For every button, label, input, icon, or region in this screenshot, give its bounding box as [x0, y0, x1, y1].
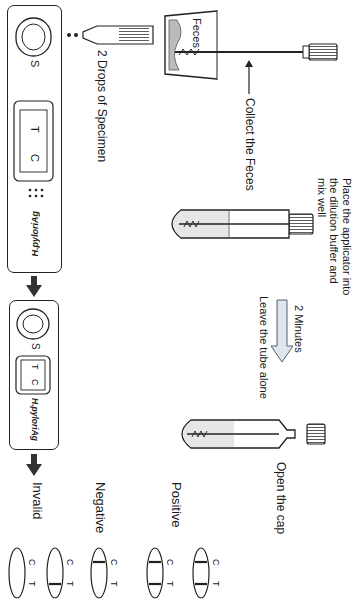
- control-line-label: C: [30, 379, 40, 386]
- line-marker-label: C: [109, 559, 119, 566]
- step-instruction: 2 Drops of Specimen: [94, 50, 108, 162]
- step-arrow: [26, 276, 42, 297]
- brand-label: H.pyloriAg: [29, 398, 39, 441]
- time-label: 2 Minutes: [292, 305, 305, 353]
- specimen-container: Feces: [163, 10, 221, 80]
- step-instruction: Place the applicator into the dilution b…: [315, 178, 353, 303]
- line-marker-label: T: [165, 581, 175, 587]
- step-instruction: Open the cap: [273, 462, 287, 534]
- test-line-label: T: [28, 126, 41, 133]
- test-cassette: S T C H.pyloriAg: [7, 5, 62, 273]
- container-label: Feces: [190, 18, 203, 48]
- line-marker-label: C: [165, 559, 175, 566]
- step-instruction: Leave the tube alone: [257, 296, 270, 399]
- line-marker-label: T: [109, 581, 119, 587]
- line-marker-label: C: [211, 559, 221, 566]
- sample-well-label: S: [30, 343, 42, 350]
- sample-well-label: S: [28, 60, 41, 67]
- result-label: Positive: [168, 482, 183, 528]
- result-label: Negative: [92, 482, 107, 533]
- step-instruction: Collect the Feces: [242, 98, 256, 191]
- line-marker-label: T: [211, 581, 221, 587]
- control-line-label: C: [28, 154, 41, 162]
- result-label: Invalid: [29, 482, 44, 520]
- line-marker-label: C: [27, 559, 37, 566]
- test-cassette: S T C H.pyloriAg: [9, 300, 59, 450]
- line-marker-label: T: [65, 581, 75, 587]
- line-marker-label: C: [65, 559, 75, 566]
- test-line-label: T: [30, 364, 40, 370]
- brand-label: H.pyloriAg: [30, 211, 40, 257]
- line-marker-label: T: [27, 581, 37, 587]
